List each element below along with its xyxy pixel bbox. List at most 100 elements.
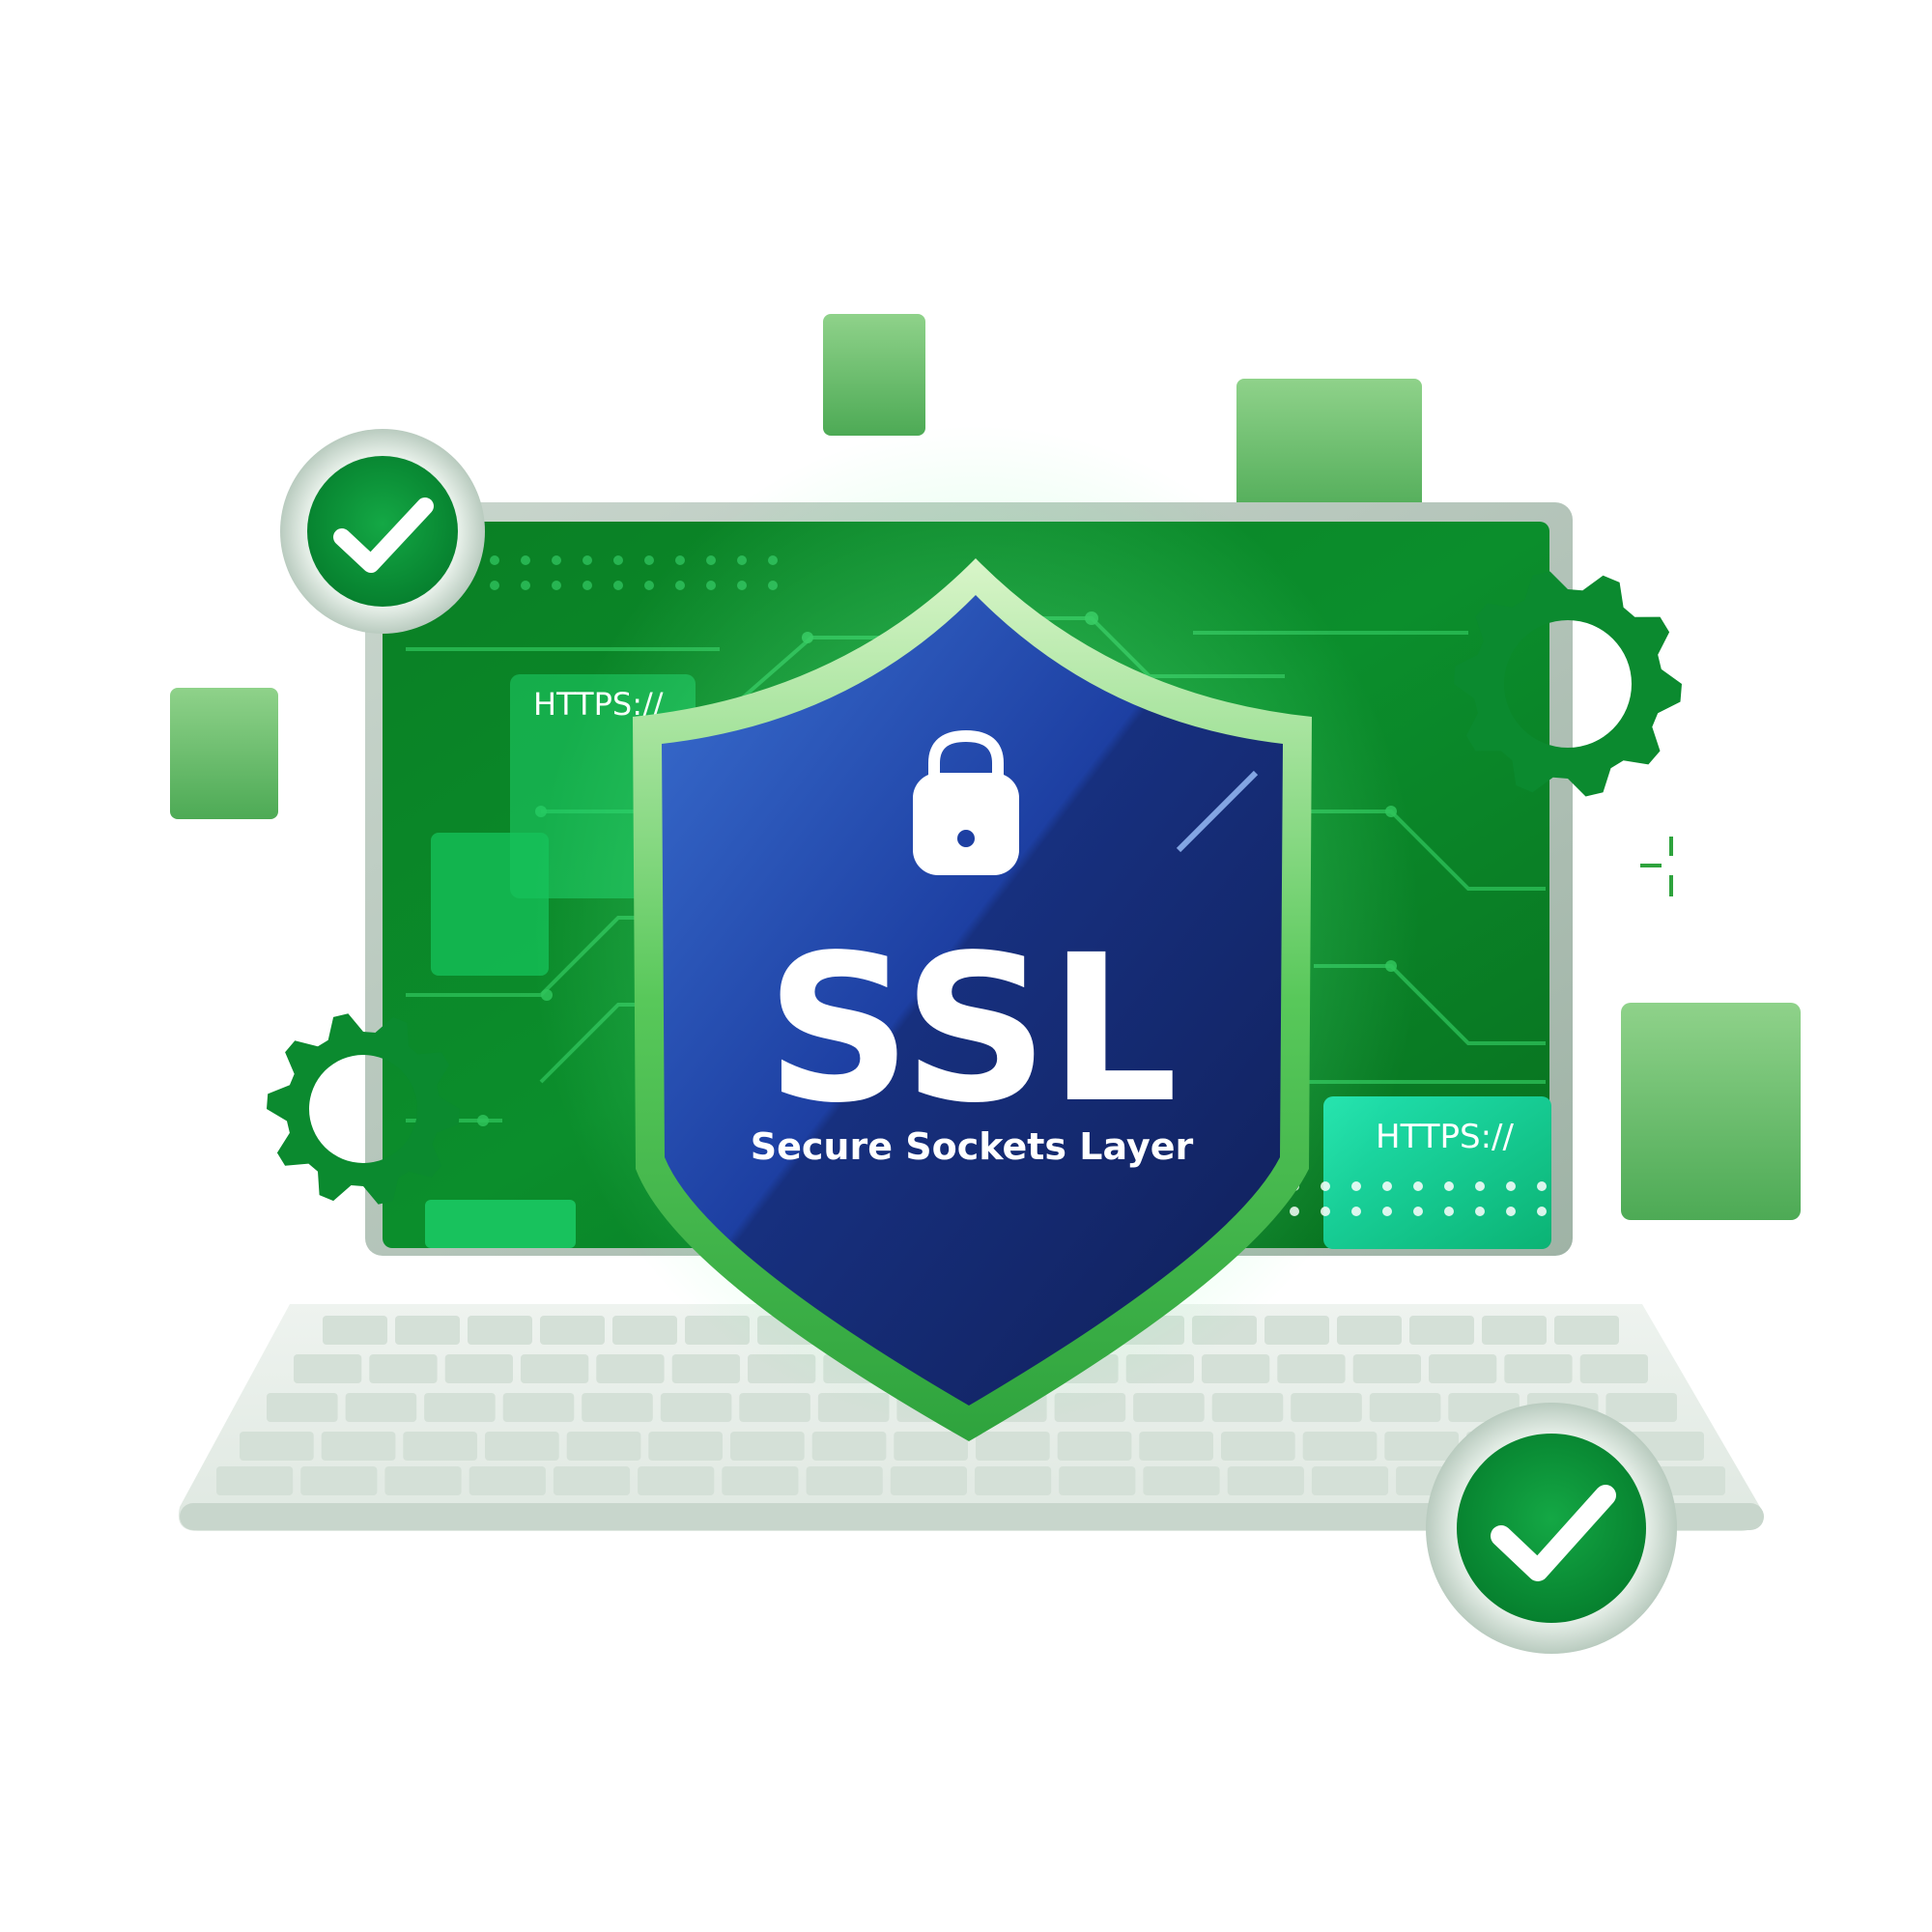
keyboard-key [485, 1432, 559, 1461]
keyboard-key [1429, 1354, 1497, 1383]
keyboard-key [638, 1466, 715, 1495]
keyboard-key [890, 1466, 967, 1495]
gear-shape [267, 1013, 460, 1205]
keyboard-key [1139, 1432, 1213, 1461]
grid-dot [521, 555, 530, 565]
keyboard-key [730, 1432, 805, 1461]
https-label-right: HTTPS:// [1376, 1118, 1515, 1156]
keyboard-key [1554, 1316, 1619, 1345]
grid-dot [1537, 1207, 1547, 1216]
checkmark-badge [280, 429, 485, 634]
keyboard-key [582, 1393, 653, 1422]
grid-dot [644, 555, 654, 565]
checkmark-badge [1426, 1403, 1677, 1654]
gear-shape [1454, 571, 1682, 797]
grid-dot [552, 581, 561, 590]
keyboard-key [395, 1316, 460, 1345]
keyboard-key [566, 1432, 641, 1461]
grid-dot [1475, 1207, 1485, 1216]
grid-dot [1382, 1207, 1392, 1216]
grid-dot [1444, 1207, 1454, 1216]
grid-dot [1413, 1207, 1423, 1216]
padlock-icon [913, 729, 1019, 875]
keyboard-key [240, 1432, 314, 1461]
grid-dot [1506, 1181, 1516, 1191]
keyboard-key [321, 1432, 396, 1461]
ssl-acronym: SSL [766, 911, 1179, 1148]
keyboard-key [1133, 1393, 1205, 1422]
keyboard-key [1277, 1354, 1346, 1383]
keyboard-key [1202, 1354, 1270, 1383]
keyboard-key [444, 1354, 513, 1383]
grid-dot [613, 581, 623, 590]
keyboard-key [1227, 1466, 1304, 1495]
crosshair-icon [1640, 837, 1673, 896]
keyboard-key [739, 1393, 810, 1422]
keyboard-key [806, 1466, 883, 1495]
keyboard-key [1264, 1316, 1329, 1345]
keyboard-key [1221, 1432, 1295, 1461]
keyboard-key [894, 1432, 968, 1461]
keyboard-key [1057, 1432, 1132, 1461]
keyboard-key [1059, 1466, 1136, 1495]
keyboard-key [502, 1393, 575, 1422]
keyboard-key [1504, 1354, 1573, 1383]
keyboard-key [300, 1466, 378, 1495]
keyboard-key [553, 1466, 631, 1495]
keyboard-key [1211, 1393, 1284, 1422]
decor-square [431, 833, 549, 976]
keyboard-key [811, 1432, 887, 1461]
keyboard-key [660, 1393, 732, 1422]
grid-dot [1506, 1207, 1516, 1216]
grid-dot [490, 555, 499, 565]
keyboard-key [1579, 1354, 1648, 1383]
keyboard-key [1605, 1393, 1677, 1422]
decor-square [1236, 379, 1422, 524]
keyboard-key [612, 1316, 677, 1345]
keyboard-key [976, 1432, 1050, 1461]
keyboard-key [424, 1393, 496, 1422]
grid-dot [1475, 1181, 1485, 1191]
keyboard-key [596, 1354, 665, 1383]
keyboard-key [648, 1432, 723, 1461]
keyboard-key [1352, 1354, 1421, 1383]
keyboard-key [1143, 1466, 1220, 1495]
grid-dot [1382, 1181, 1392, 1191]
grid-dot [1351, 1207, 1361, 1216]
keyboard-key [403, 1432, 477, 1461]
keyboard-key [267, 1393, 338, 1422]
grid-dot [582, 555, 592, 565]
keyboard-key [1369, 1393, 1441, 1422]
grid-dot [1537, 1181, 1547, 1191]
checkmark-icon [333, 497, 434, 573]
keyboard-key [722, 1466, 799, 1495]
keyboard-key [975, 1466, 1052, 1495]
grid-dot [552, 555, 561, 565]
keyboard-key [1384, 1432, 1459, 1461]
checkmark-icon [1491, 1485, 1616, 1581]
grid-dot [1413, 1181, 1423, 1191]
keyboard-key [216, 1466, 294, 1495]
grid-dot [521, 581, 530, 590]
keyboard-key [1311, 1466, 1389, 1495]
keyboard-key [294, 1354, 362, 1383]
keyboard-key [469, 1466, 546, 1495]
keyboard-key [1337, 1316, 1402, 1345]
keyboard-key [540, 1316, 605, 1345]
keyboard-key [1482, 1316, 1547, 1345]
decor-square [170, 688, 278, 819]
grid-dot [1444, 1181, 1454, 1191]
grid-dot [582, 581, 592, 590]
gear-icon [1454, 571, 1682, 797]
keyboard-key [323, 1316, 387, 1345]
ssl-shield: SSL Secure Sockets Layer [633, 558, 1312, 1441]
keyboard-key [369, 1354, 438, 1383]
gear-icon [267, 1013, 460, 1205]
keyboard-key [1291, 1393, 1362, 1422]
keyboard-key [1302, 1432, 1378, 1461]
grid-dot [490, 581, 499, 590]
keyboard-key [345, 1393, 417, 1422]
grid-dot [613, 555, 623, 565]
decor-square [823, 314, 925, 436]
